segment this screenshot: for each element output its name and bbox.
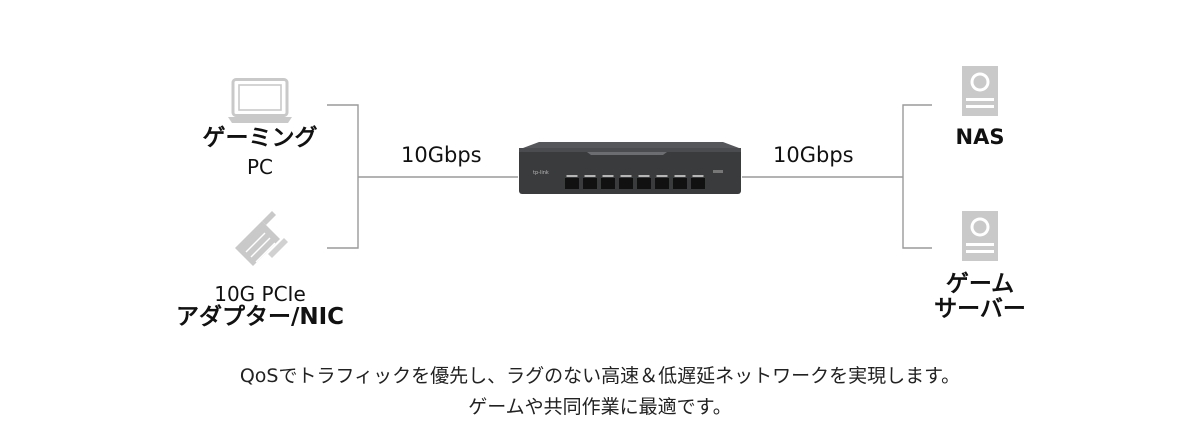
game-server-label-line1: ゲーム [945,271,1015,297]
pcie-card-icon [235,211,288,266]
nic-label-line1: 10G PCIe [214,282,306,306]
svg-text:tp-link: tp-link [533,170,549,176]
nas-label: NAS [955,125,1005,149]
gaming-pc-label-line2: PC [246,155,274,179]
game-server-label-line2: サーバー [934,296,1026,322]
caption-line2: ゲームや共同作業に最適です。 [468,396,732,418]
left-bracket-line [327,104,359,249]
right-speed-label: 10Gbps [773,143,854,167]
game-server-icon [962,211,998,261]
right-bracket-line [902,104,932,249]
gaming-pc-label-line1: ゲーミング [202,125,318,151]
nic-label-line2: アダプター/NIC [175,304,345,330]
caption-line1: QoSでトラフィックを優先し、ラグのない高速＆低遅延ネットワークを実現します。 [239,365,961,387]
network-switch-icon: tp-link [519,142,741,194]
nas-server-icon [962,66,998,116]
laptop-icon [228,78,292,123]
left-speed-label: 10Gbps [401,143,482,167]
